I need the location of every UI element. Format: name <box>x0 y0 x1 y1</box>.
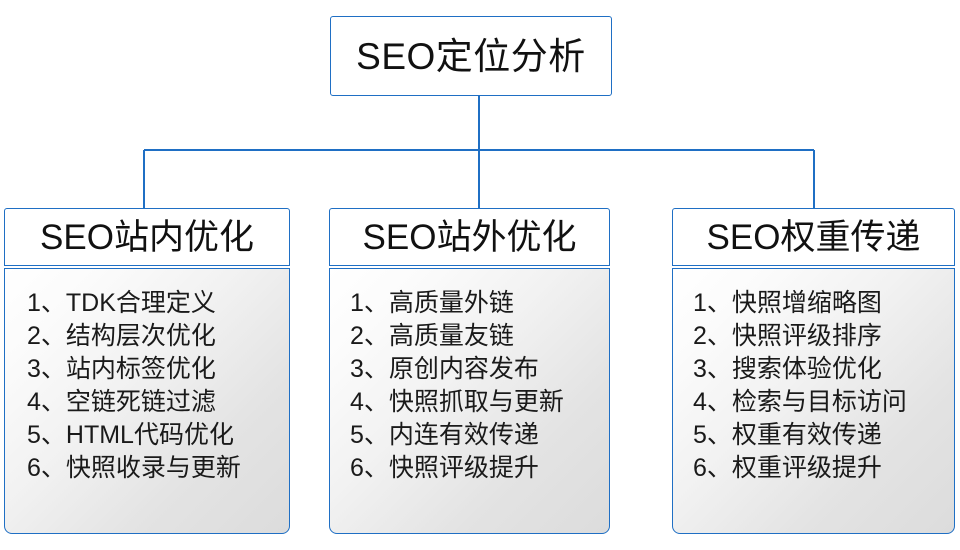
list-item-index: 5、 <box>693 421 732 449</box>
branch-header-2: SEO站外优化 <box>329 208 610 266</box>
list-item: 3、 原创内容发布 <box>350 353 609 386</box>
list-item-index: 2、 <box>27 322 66 350</box>
list-item-index: 4、 <box>693 388 732 416</box>
list-item: 4、 空链死链过滤 <box>27 386 289 419</box>
list-item: 2、 快照评级排序 <box>693 320 954 353</box>
list-item-index: 6、 <box>693 454 732 482</box>
branch-panel-2: 1、 高质量外链 2、 高质量友链 3、 原创内容发布 4、 快照抓取与更新 5… <box>329 268 610 534</box>
list-item: 2、 结构层次优化 <box>27 320 289 353</box>
list-item-text: TDK合理定义 <box>65 289 216 317</box>
list-item: 1、 高质量外链 <box>350 287 609 320</box>
list-item-index: 5、 <box>350 421 389 449</box>
branch-item-list-3: 1、 快照增缩略图 2、 快照评级排序 3、 搜索体验优化 4、 检索与目标访问… <box>673 287 954 485</box>
list-item-index: 2、 <box>350 322 389 350</box>
branch-header-label-2: SEO站外优化 <box>362 217 577 257</box>
list-item-text: 搜索体验优化 <box>731 355 882 383</box>
list-item-text: 站内标签优化 <box>65 355 216 383</box>
list-item-text: 高质量外链 <box>388 289 514 317</box>
list-item-text: 高质量友链 <box>388 322 514 350</box>
list-item-index: 3、 <box>350 355 389 383</box>
list-item-index: 2、 <box>693 322 732 350</box>
list-item-index: 1、 <box>350 289 389 317</box>
list-item: 4、 快照抓取与更新 <box>350 386 609 419</box>
branch-panel-1: 1、 TDK合理定义 2、 结构层次优化 3、 站内标签优化 4、 空链死链过滤… <box>4 268 290 534</box>
list-item: 3、 站内标签优化 <box>27 353 289 386</box>
branch-column-2: SEO站外优化 1、 高质量外链 2、 高质量友链 3、 原创内容发布 4、 快 <box>329 208 610 534</box>
list-item-index: 4、 <box>27 388 66 416</box>
list-item: 5、 权重有效传递 <box>693 419 954 452</box>
list-item-text: 权重有效传递 <box>731 421 882 449</box>
list-item-index: 5、 <box>27 421 66 449</box>
list-item-text: 快照收录与更新 <box>65 454 241 482</box>
branch-panel-3: 1、 快照增缩略图 2、 快照评级排序 3、 搜索体验优化 4、 检索与目标访问… <box>672 268 955 534</box>
list-item: 1、 快照增缩略图 <box>693 287 954 320</box>
list-item: 6、 快照评级提升 <box>350 452 609 485</box>
list-item-text: HTML代码优化 <box>65 421 234 449</box>
list-item-index: 1、 <box>693 289 732 317</box>
branch-header-label-1: SEO站内优化 <box>40 217 254 257</box>
list-item-text: 快照评级提升 <box>388 454 539 482</box>
branch-header-label-3: SEO权重传递 <box>706 217 921 257</box>
list-item-index: 3、 <box>693 355 732 383</box>
list-item-text: 权重评级提升 <box>731 454 882 482</box>
list-item-index: 1、 <box>27 289 66 317</box>
list-item-text: 快照抓取与更新 <box>388 388 564 416</box>
list-item-index: 6、 <box>27 454 66 482</box>
list-item: 6、 快照收录与更新 <box>27 452 289 485</box>
list-item-index: 4、 <box>350 388 389 416</box>
list-item-text: 原创内容发布 <box>388 355 539 383</box>
list-item: 5、 内连有效传递 <box>350 419 609 452</box>
list-item: 4、 检索与目标访问 <box>693 386 954 419</box>
branch-column-1: SEO站内优化 1、 TDK合理定义 2、 结构层次优化 3、 站内标签优化 4… <box>4 208 290 534</box>
list-item-text: 内连有效传递 <box>388 421 539 449</box>
branch-item-list-2: 1、 高质量外链 2、 高质量友链 3、 原创内容发布 4、 快照抓取与更新 5… <box>330 287 609 485</box>
branch-header-1: SEO站内优化 <box>4 208 290 266</box>
list-item: 3、 搜索体验优化 <box>693 353 954 386</box>
list-item-text: 空链死链过滤 <box>65 388 216 416</box>
list-item-index: 3、 <box>27 355 66 383</box>
branch-item-list-1: 1、 TDK合理定义 2、 结构层次优化 3、 站内标签优化 4、 空链死链过滤… <box>5 287 289 485</box>
list-item: 5、 HTML代码优化 <box>27 419 289 452</box>
root-node-label: SEO定位分析 <box>356 35 586 77</box>
list-item-text: 检索与目标访问 <box>731 388 907 416</box>
list-item-text: 快照评级排序 <box>731 322 882 350</box>
list-item: 6、 权重评级提升 <box>693 452 954 485</box>
branch-header-3: SEO权重传递 <box>672 208 955 266</box>
list-item: 1、 TDK合理定义 <box>27 287 289 320</box>
list-item-text: 结构层次优化 <box>65 322 216 350</box>
list-item-text: 快照增缩略图 <box>731 289 882 317</box>
root-node: SEO定位分析 <box>330 16 612 96</box>
list-item: 2、 高质量友链 <box>350 320 609 353</box>
branch-column-3: SEO权重传递 1、 快照增缩略图 2、 快照评级排序 3、 搜索体验优化 4、 <box>672 208 955 534</box>
list-item-index: 6、 <box>350 454 389 482</box>
